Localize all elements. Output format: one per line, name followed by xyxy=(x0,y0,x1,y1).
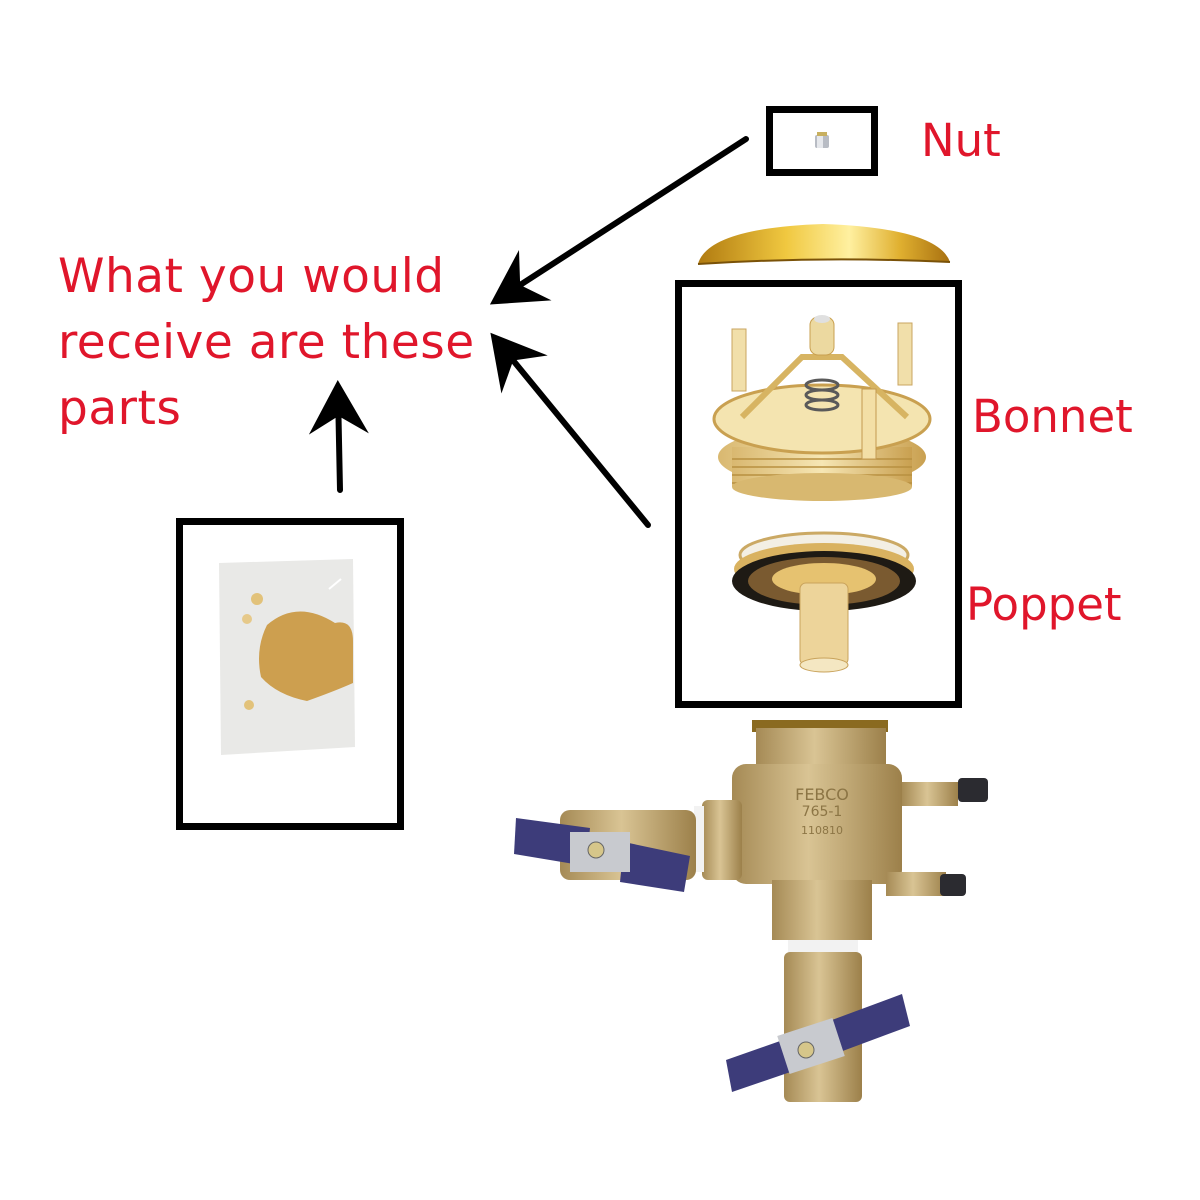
poppet-image xyxy=(732,531,916,673)
headline-line-1: What you would xyxy=(58,249,445,304)
headline-line-3: parts xyxy=(58,381,182,436)
backflow-valve-image: FEBCO 765-1 110810 xyxy=(514,720,988,1102)
nut-box xyxy=(766,106,878,176)
nut-label: Nut xyxy=(921,114,1001,167)
poppet-label: Poppet xyxy=(966,578,1122,631)
brass-cap-image xyxy=(697,224,951,265)
bonnet-image xyxy=(712,315,932,501)
arrow-bonnet-to-headline xyxy=(490,332,651,528)
grease-packet-image xyxy=(219,559,355,755)
nut-icon xyxy=(815,132,829,148)
grease-packet-box xyxy=(176,518,404,830)
bonnet-poppet-box xyxy=(675,280,962,708)
headline-line-2: receive are these xyxy=(58,315,475,370)
arrow-nut-to-headline xyxy=(489,136,749,305)
arrow-packet-to-headline xyxy=(308,380,369,493)
valve-model-stamp: 765-1 xyxy=(802,804,843,820)
bonnet-label: Bonnet xyxy=(972,390,1133,443)
headline: What you would receive are these parts xyxy=(58,244,475,442)
valve-code-stamp: 110810 xyxy=(801,824,843,837)
valve-brand-stamp: FEBCO xyxy=(795,785,849,804)
